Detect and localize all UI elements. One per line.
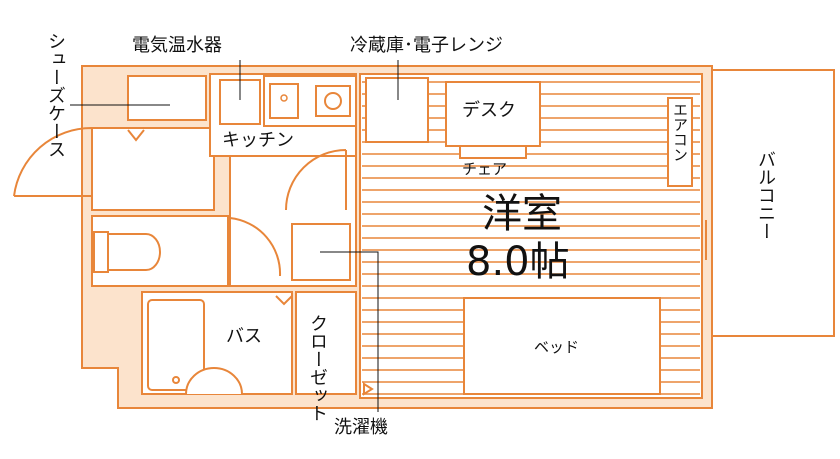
bath-marker — [275, 295, 293, 306]
water-heater-label: 電気温水器 — [132, 35, 222, 56]
room-name-label: 洋室 — [482, 191, 562, 237]
washer-label: 洗濯機 — [334, 417, 388, 438]
toilet-door — [229, 217, 282, 277]
balcony — [711, 69, 835, 337]
chair — [459, 145, 527, 159]
shoe-case-label-1: シューズケース — [45, 32, 66, 158]
stove — [315, 85, 351, 117]
chair-label: チェア — [462, 160, 508, 178]
desk-label: デスク — [462, 100, 516, 121]
kitchen-label: キッチン — [222, 130, 294, 151]
aircon — [667, 97, 693, 187]
closet-room — [295, 291, 357, 395]
toilet — [93, 231, 161, 273]
sink — [269, 83, 299, 119]
stove-burner — [324, 92, 342, 110]
bath-label: バス — [226, 326, 262, 347]
bathtub — [147, 299, 243, 395]
sink-drain — [280, 94, 288, 102]
fridge-range-label: 冷蔵庫･電子レンジ — [350, 35, 503, 56]
balcony-label: バルコニー — [755, 150, 776, 240]
aircon-label: エアコン — [671, 102, 689, 162]
bed — [463, 297, 661, 395]
entrance-door — [13, 126, 93, 197]
bed-label: ベッド — [534, 338, 580, 356]
shoe-case — [127, 75, 207, 121]
closet-label: クローゼット — [307, 314, 328, 422]
room-door — [285, 149, 347, 211]
washer-leader — [320, 251, 379, 412]
room-size-label: 8.0帖 — [466, 239, 570, 285]
fridge — [365, 77, 429, 143]
doors — [13, 126, 374, 396]
entrance-marker — [127, 129, 145, 142]
desk — [445, 81, 541, 147]
entrance-area — [91, 127, 215, 211]
closet-marker — [363, 382, 374, 396]
